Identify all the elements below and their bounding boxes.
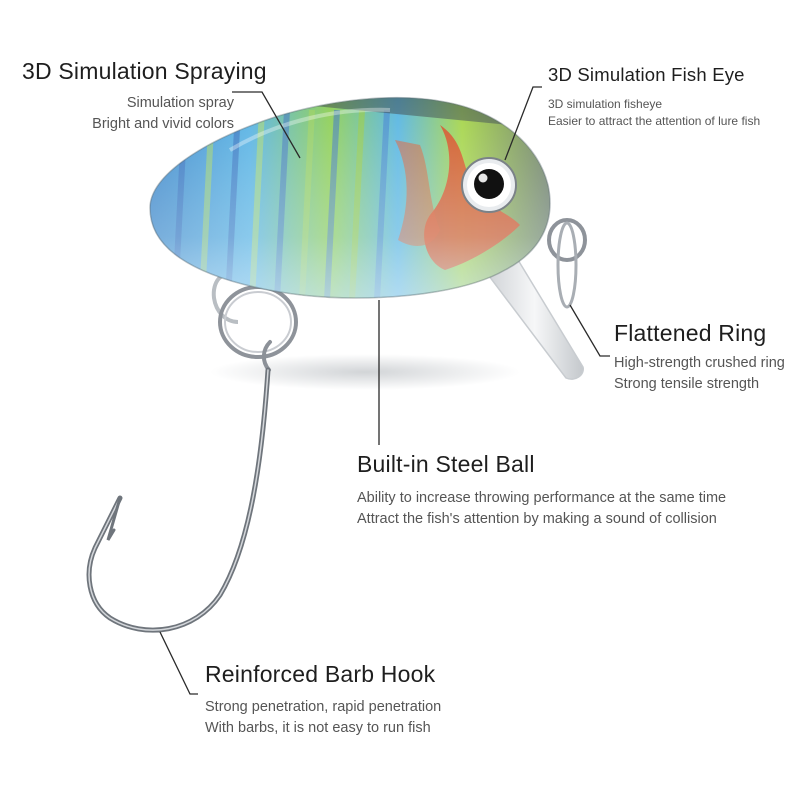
feature-ring-title: Flattened Ring	[614, 320, 767, 346]
feature-spraying-desc: Simulation spray Bright and vivid colors	[22, 93, 234, 135]
leader-line-spraying	[232, 91, 301, 159]
leader-line-hook	[159, 631, 198, 695]
fish-eye-icon	[461, 157, 517, 213]
feature-steel-ball-title: Built-in Steel Ball	[357, 451, 535, 477]
feature-steel-ball-desc: Ability to increase throwing performance…	[357, 488, 726, 530]
feature-steel-ball-desc-line: Attract the fish's attention by making a…	[357, 511, 717, 527]
feature-ring-desc: High-strength crushed ring Strong tensil…	[614, 353, 785, 395]
feature-spraying-desc-line: Bright and vivid colors	[92, 116, 234, 132]
feature-steel-ball-desc-line: Ability to increase throwing performance…	[357, 490, 727, 506]
feature-hook-title: Reinforced Barb Hook	[205, 661, 436, 687]
feature-steel-ball: Built-in Steel Ball Ability to increase …	[357, 451, 726, 530]
feature-ring-desc-line: High-strength crushed ring	[614, 355, 785, 371]
feature-eye-desc: 3D simulation fisheye Easier to attract …	[548, 96, 760, 130]
feature-ring: Flattened Ring High-strength crushed rin…	[614, 320, 785, 395]
leader-line-ring	[569, 304, 610, 357]
feature-ring-desc-line: Strong tensile strength	[614, 376, 760, 392]
feature-eye-desc-line: 3D simulation fisheye	[548, 97, 663, 111]
feature-hook-desc: Strong penetration, rapid penetration Wi…	[205, 697, 441, 739]
barb-hook-icon	[86, 340, 272, 633]
feature-spraying-desc-line: Simulation spray	[126, 95, 234, 111]
feature-hook-desc-line: Strong penetration, rapid penetration	[205, 699, 442, 715]
front-ring	[547, 218, 587, 309]
feature-eye-desc-line: Easier to attract the attention of lure …	[548, 114, 761, 128]
lure-shadow	[210, 354, 520, 390]
leader-line-eye	[504, 86, 542, 161]
feature-spraying-title: 3D Simulation Spraying	[22, 58, 267, 84]
feature-hook: Reinforced Barb Hook Strong penetration,…	[205, 661, 441, 739]
feature-eye-title: 3D Simulation Fish Eye	[548, 64, 745, 85]
feature-eye: 3D Simulation Fish Eye 3D simulation fis…	[548, 64, 760, 130]
feature-hook-desc-line: With barbs, it is not easy to run fish	[205, 720, 431, 736]
feature-spraying: 3D Simulation Spraying Simulation spray …	[22, 58, 267, 135]
leader-lines	[159, 86, 610, 695]
diving-lip	[485, 249, 584, 380]
